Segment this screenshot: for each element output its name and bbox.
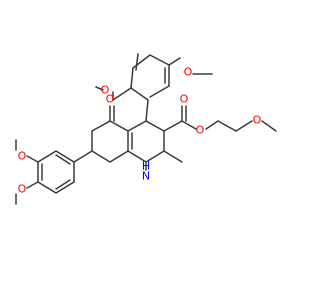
bond [132,54,151,69]
atom-label: O [101,84,110,97]
bond [73,150,93,163]
bond [181,120,197,130]
bond [130,67,134,89]
bond [135,53,139,71]
atom-label: O [18,183,27,196]
bond [26,181,39,189]
bond [130,87,149,101]
bond [168,57,181,66]
atom-label: O [18,150,27,163]
bond [26,155,39,163]
bond [91,120,111,132]
bond [163,150,183,163]
bond [95,86,104,91]
atom-label: O [180,93,189,106]
bond [109,150,129,163]
atom-label: H [142,160,150,173]
bond [55,179,71,190]
bond [145,99,149,122]
atom-label: O [196,124,205,137]
bond [112,87,132,101]
bond [205,120,219,130]
atom-label: O [253,114,262,127]
bond [109,120,129,132]
structure-diagram: O O O O O O O O H N [15,53,277,205]
bond [55,150,75,163]
bond [217,120,237,132]
bond [163,120,183,132]
bond [55,154,71,165]
bond [127,150,147,163]
bond [261,120,277,132]
molecule-canvas: O O O O O O O O H N [15,53,277,205]
bond [37,181,57,194]
bond [127,120,147,132]
bond [145,150,165,163]
bond [91,150,111,163]
atom-label: O [184,66,193,79]
bond [145,120,165,132]
bond [235,120,253,132]
bond [149,54,170,66]
bond [37,150,57,163]
atom-label: N [142,170,150,183]
bond [55,181,75,194]
atom-label: O [106,93,115,106]
bond [149,85,170,98]
